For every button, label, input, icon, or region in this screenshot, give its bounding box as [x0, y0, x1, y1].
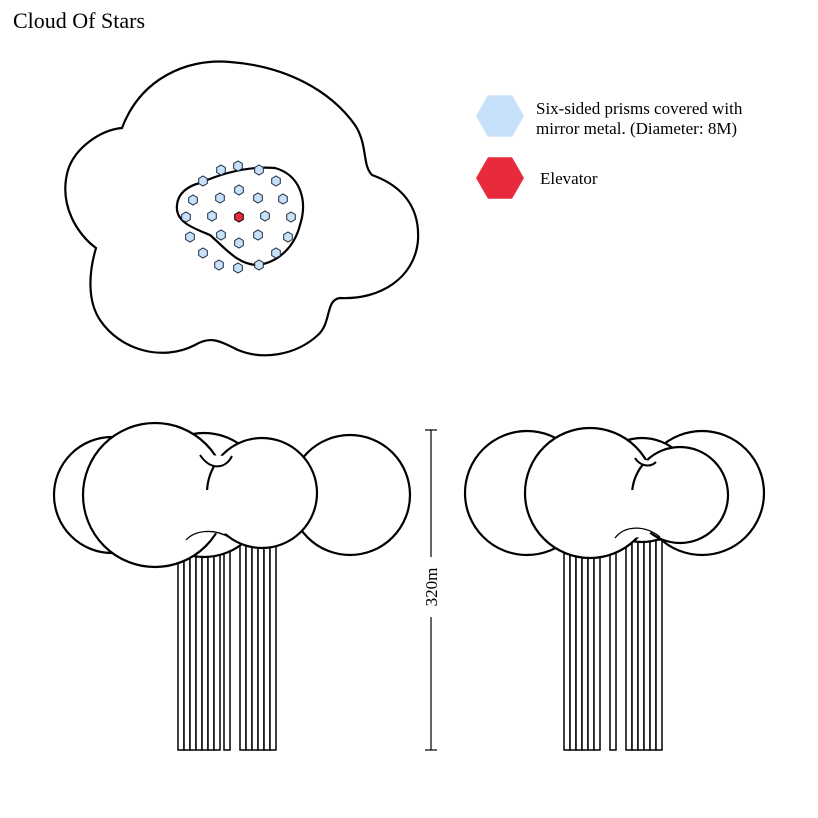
legend: Six-sided prisms covered with mirror met…: [476, 95, 743, 199]
prism-marker: [198, 247, 208, 259]
prism-marker: [234, 184, 244, 196]
left-stems: [177, 539, 277, 751]
elevator-hexagon-icon: [476, 157, 524, 199]
legend-prism-label-line2: mirror metal. (Diameter: 8M): [536, 119, 737, 138]
prism-marker: [278, 193, 288, 205]
elevator-hexagon-icon: [234, 211, 244, 223]
prism-marker: [185, 231, 195, 243]
legend-prism-label-line1: Six-sided prisms covered with: [536, 99, 743, 118]
right-cloud-spheres: [463, 426, 766, 560]
prism-marker: [254, 164, 264, 176]
prism-marker: [198, 175, 208, 187]
elevation-view-left: [52, 421, 412, 751]
prism-hexagon-icon: [476, 95, 524, 137]
prism-marker: [216, 229, 226, 241]
prism-marker: [214, 259, 224, 271]
prism-marker: [233, 160, 243, 172]
prism-marker: [253, 192, 263, 204]
prism-marker: [286, 211, 296, 223]
prism-marker: [215, 192, 225, 204]
prism-marker: [253, 229, 263, 241]
prism-marker: [283, 231, 293, 243]
prism-marker: [188, 194, 198, 206]
height-label: 320m: [422, 568, 441, 607]
prism-marker: [260, 210, 270, 222]
prism-marker: [181, 211, 191, 223]
height-dimension: 320m: [422, 429, 441, 751]
prism-marker: [254, 259, 264, 271]
elevation-view-right: [463, 426, 766, 751]
diagram-title: Cloud Of Stars: [13, 8, 145, 33]
prism-marker: [271, 247, 281, 259]
elevator-marker: [234, 211, 244, 223]
plan-view: [64, 60, 420, 357]
prism-marker: [216, 164, 226, 176]
prism-marker: [234, 237, 244, 249]
legend-elevator-label: Elevator: [540, 169, 598, 188]
prism-marker: [207, 210, 217, 222]
prism-marker: [271, 175, 281, 187]
prism-markers: [181, 160, 296, 274]
right-stems: [563, 539, 663, 751]
prism-marker: [233, 262, 243, 274]
left-cloud-spheres: [52, 421, 412, 569]
